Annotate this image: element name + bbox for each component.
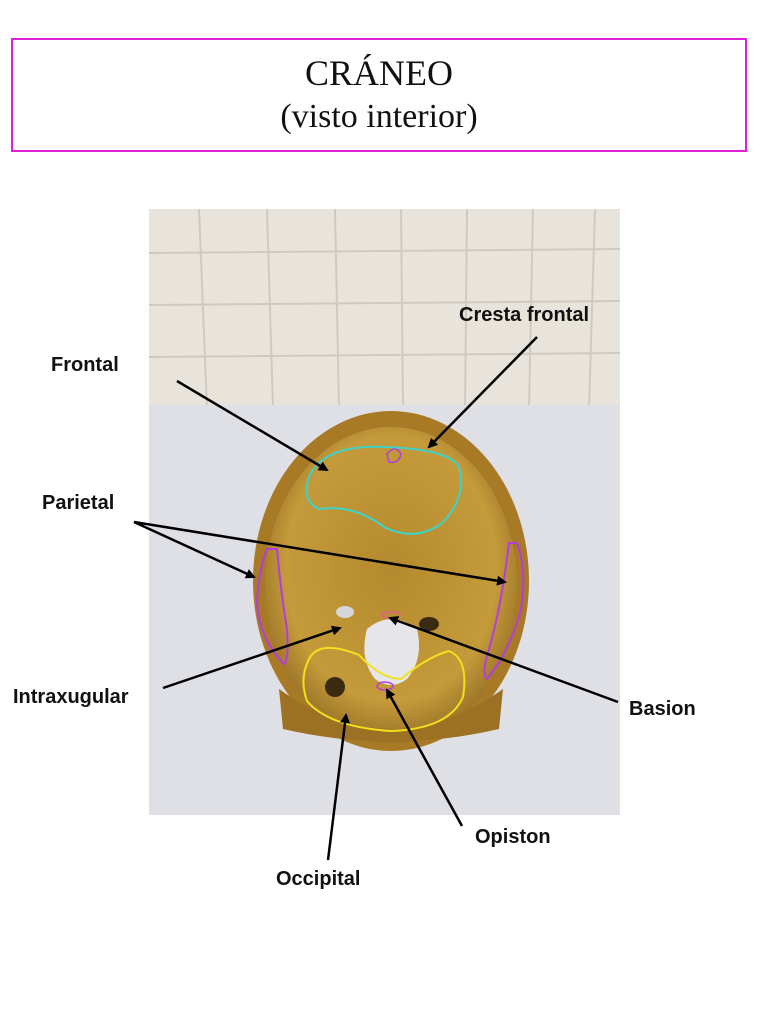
page-title: CRÁNEO — [304, 53, 453, 93]
label-opiston: Opiston — [475, 826, 551, 848]
skull-illustration — [149, 209, 620, 815]
arrow-intraxugular — [162, 625, 342, 690]
tile-wall — [149, 209, 620, 409]
arrow-opiston — [385, 688, 464, 827]
page-subtitle: (visto interior) — [280, 98, 478, 135]
label-cresta-frontal: Cresta frontal — [459, 304, 590, 326]
occipital-outline — [302, 647, 466, 733]
arrow-parietal-right — [133, 520, 507, 586]
label-occipital: Occipital — [276, 868, 361, 890]
arrow-cresta-frontal — [427, 336, 538, 449]
arrow-parietal-left — [133, 520, 256, 579]
opiston-outline — [376, 681, 394, 691]
title-box: CRÁNEO (visto interior) — [11, 38, 747, 152]
arrow-frontal — [176, 379, 329, 472]
arrow-occipital — [326, 713, 350, 861]
cresta-frontal-outline — [386, 448, 402, 464]
arrow-basion — [388, 616, 619, 704]
foramen-magnum — [364, 619, 420, 685]
tile-grout — [149, 209, 620, 410]
label-intraxugular: Intraxugular — [13, 686, 129, 708]
parietal-right-outline — [483, 542, 525, 681]
occipital-hole — [325, 677, 345, 697]
frontal-outline — [305, 445, 462, 535]
foramen-right — [419, 617, 439, 631]
skull-photo — [149, 209, 620, 815]
label-frontal: Frontal — [51, 354, 119, 376]
label-parietal: Parietal — [42, 492, 115, 514]
skull-base — [279, 689, 503, 742]
foramen-left — [336, 606, 354, 618]
label-basion: Basion — [629, 698, 696, 720]
parietal-left-outline — [255, 548, 289, 666]
